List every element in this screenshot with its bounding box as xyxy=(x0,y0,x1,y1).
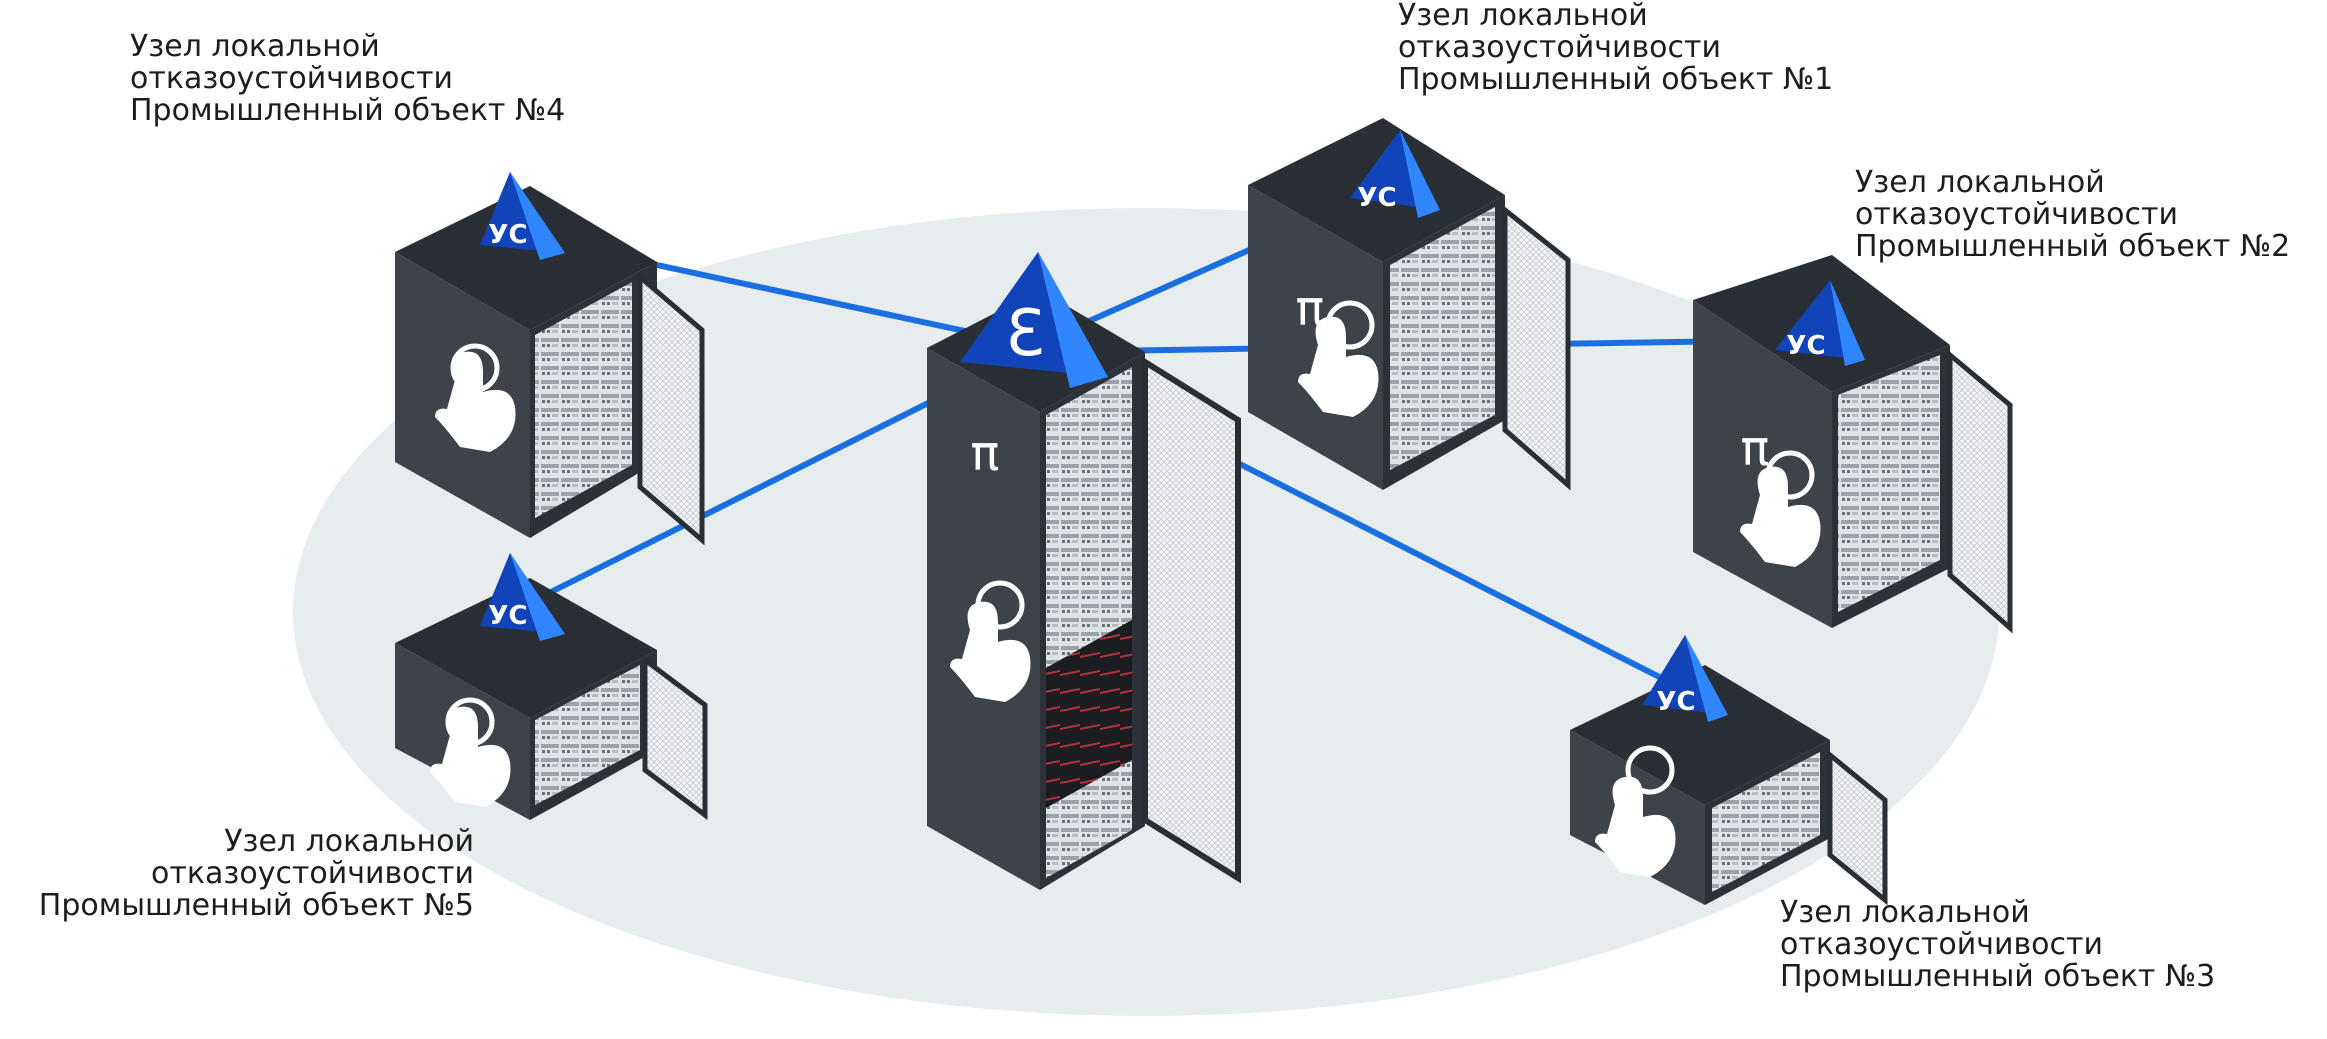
node4-badge: УС xyxy=(488,220,527,250)
rack-center: π Ɛ xyxy=(927,252,1241,890)
node5-label-line2: отказоустойчивости xyxy=(151,856,474,891)
node2-label-line2: отказоустойчивости xyxy=(1855,197,2178,232)
node4-label: Узел локальной отказоустойчивости Промыш… xyxy=(130,31,565,127)
node3-badge: УС xyxy=(1656,687,1695,717)
node2-label-line1: Узел локальной xyxy=(1855,165,2105,200)
node3-label-line1: Узел локальной xyxy=(1780,895,2030,930)
node1-label-line2: отказоустойчивости xyxy=(1398,30,1721,65)
rack-node3: УС xyxy=(1570,635,1888,906)
node1-label: Узел локальной отказоустойчивости Промыш… xyxy=(1398,0,1833,96)
node4-label-line2: отказоустойчивости xyxy=(130,61,453,96)
node3-label-line3: Промышленный объект №3 xyxy=(1780,959,2216,994)
rack-node5: УС xyxy=(395,553,708,820)
node2-pi-symbol: π xyxy=(1741,421,1770,477)
node4-label-line1: Узел локальной xyxy=(130,29,380,64)
rack-node2: π УС xyxy=(1693,255,2013,634)
node5-label-line3: Промышленный объект №5 xyxy=(38,888,474,923)
node3-label-line2: отказоустойчивости xyxy=(1780,927,2103,962)
node4-label-line3: Промышленный объект №4 xyxy=(130,93,566,128)
node5-label-line1: Узел локальной xyxy=(224,824,474,859)
node5-label: Узел локальной отказоустойчивости Промыш… xyxy=(39,826,474,922)
node2-label: Узел локальной отказоустойчивости Промыш… xyxy=(1855,167,2290,263)
node5-badge: УС xyxy=(488,601,527,631)
node1-label-line3: Промышленный объект №1 xyxy=(1398,62,1834,97)
node1-label-line1: Узел локальной xyxy=(1398,0,1648,33)
rack-node1: π УС xyxy=(1248,118,1571,491)
center-pi-symbol: π xyxy=(971,426,1000,482)
node3-label: Узел локальной отказоустойчивости Промыш… xyxy=(1780,897,2215,993)
rack-node4: УС xyxy=(395,172,705,546)
node2-badge: УС xyxy=(1786,331,1825,361)
node2-label-line3: Промышленный объект №2 xyxy=(1855,229,2291,264)
node1-badge: УС xyxy=(1357,183,1396,213)
center-badge: Ɛ xyxy=(1005,297,1044,371)
